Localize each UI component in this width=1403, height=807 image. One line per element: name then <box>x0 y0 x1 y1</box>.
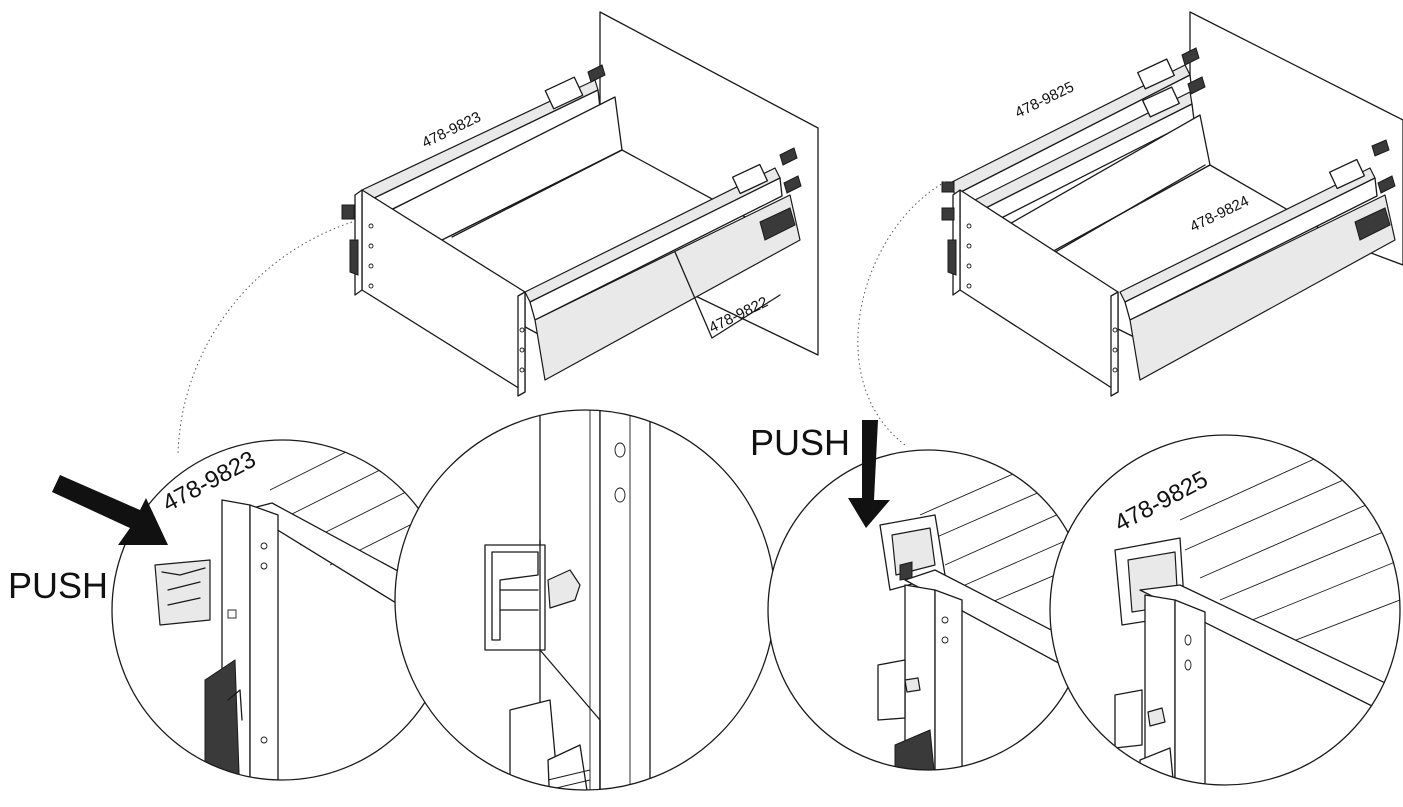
detail-circle-left-zoom <box>394 409 776 791</box>
push-label-left: PUSH <box>8 565 108 606</box>
detail-connector-right <box>857 181 946 446</box>
part-label-right-top: 478-9825 <box>1012 79 1076 122</box>
left-drawer-illustration <box>341 11 819 397</box>
detail-connector-left <box>177 221 353 456</box>
push-arrow-left-icon <box>52 475 168 545</box>
push-label-right: PUSH <box>750 422 850 463</box>
detail-circle-right-push <box>767 449 1089 771</box>
push-arrow-right-icon <box>848 420 890 528</box>
detail-circle-right-zoom <box>1049 434 1401 786</box>
right-drawer-illustration <box>941 11 1403 397</box>
